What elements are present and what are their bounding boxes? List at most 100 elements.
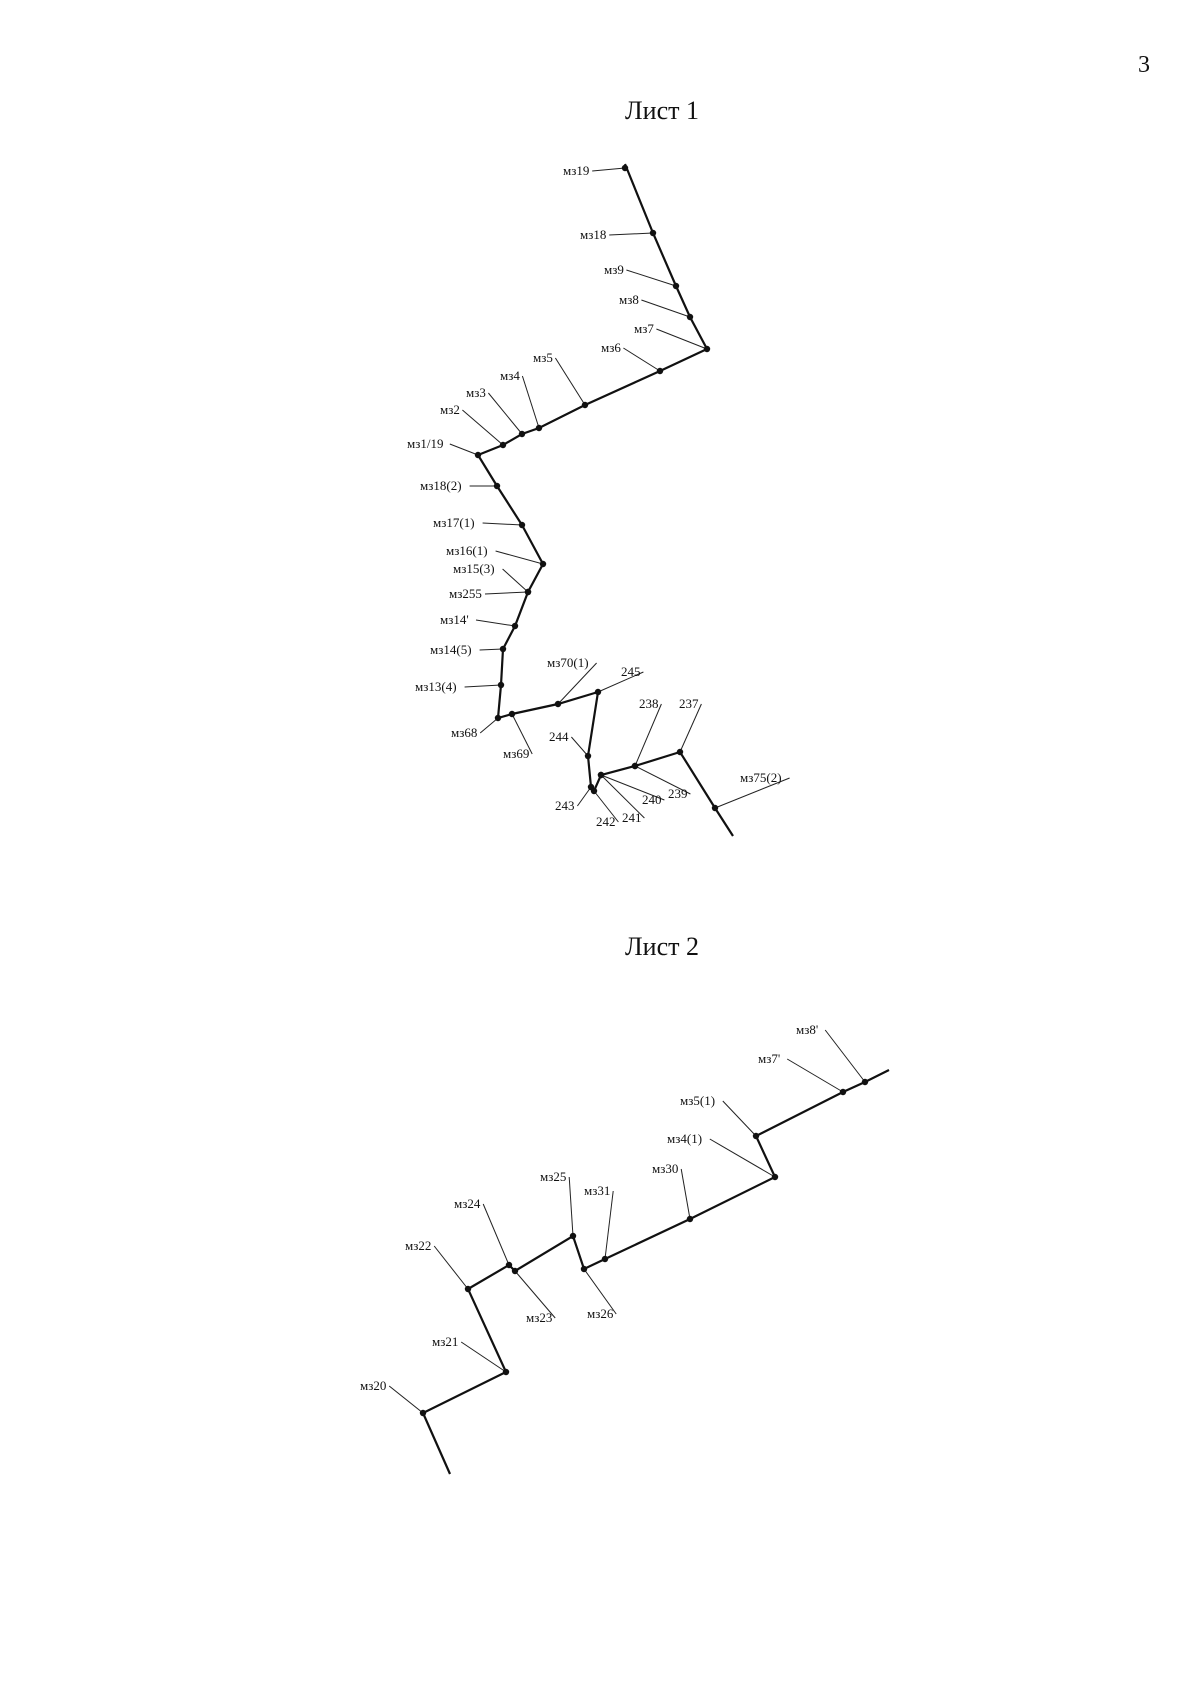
point-label: мз8 [619,292,639,307]
point-label: мз15(3) [453,561,495,576]
survey-point [494,714,502,722]
leader-line [576,786,592,807]
leader-line [460,1341,507,1373]
leader-line [482,1203,510,1266]
survey-point [464,1285,472,1293]
leader-line [600,774,665,801]
leader-line [623,347,661,372]
point-label: мз6 [601,340,621,355]
point-label: мз4(1) [667,1131,702,1146]
leader-line [484,591,529,595]
leader-line [514,1270,556,1319]
point-label: мз21 [432,1334,458,1349]
point-label: мз7' [758,1051,780,1066]
point-label: мз8' [796,1022,818,1037]
leader-line [495,550,544,565]
leader-line [511,713,533,755]
page-number: 3 [1138,52,1150,78]
survey-point [499,645,507,653]
point-label: мз4 [500,368,520,383]
point-label: мз68 [451,725,477,740]
leader-line [609,232,654,236]
point-label: мз9 [604,262,624,277]
point-label: 238 [639,696,659,711]
leader-line [600,774,645,819]
survey-point [511,1267,519,1275]
survey-point [590,787,598,795]
survey-point [505,1261,513,1269]
survey-point [518,521,526,529]
survey-point [686,1215,694,1223]
point-label: мз5 [533,350,553,365]
point-label: мз18(2) [420,478,462,493]
point-label: 240 [642,792,662,807]
sheet-1-title: Лист 1 [625,96,699,125]
survey-point [686,313,694,321]
point-label: мз3 [466,385,486,400]
leader-line [656,328,708,350]
survey-point [649,229,657,237]
point-label: мз7 [634,321,654,336]
survey-point [511,622,519,630]
point-label: мз17(1) [433,515,475,530]
point-label: мз31 [584,1183,610,1198]
survey-point [584,752,592,760]
survey-point [711,804,719,812]
leader-line [593,790,619,823]
point-label: 237 [679,696,699,711]
point-label: мз19 [563,163,589,178]
leader-line [475,619,516,627]
survey-point [554,700,562,708]
point-label: 245 [621,664,641,679]
point-label: мз26 [587,1306,614,1321]
point-label: мз5(1) [680,1093,715,1108]
survey-point [703,345,711,353]
point-label: 241 [622,810,642,825]
leader-line [592,167,626,172]
survey-point [535,424,543,432]
point-label: мз2 [440,402,460,417]
survey-point [419,1409,427,1417]
leader-line [714,777,790,809]
survey-point [676,748,684,756]
leader-line [479,717,499,734]
survey-point [474,451,482,459]
survey-point [594,688,602,696]
survey-point [493,482,501,490]
point-label: мз69 [503,746,529,761]
leader-line [388,1385,424,1414]
leader-line [482,522,523,526]
point-label: 243 [555,798,575,813]
survey-point [539,560,547,568]
survey-point [569,1232,577,1240]
point-label: 244 [549,729,569,744]
survey-point [499,441,507,449]
leader-line [722,1100,757,1137]
survey-point [597,771,605,779]
point-label: мз24 [454,1196,481,1211]
survey-point [581,401,589,409]
leader-line [824,1029,866,1083]
leader-line [786,1058,844,1093]
survey-point [601,1255,609,1263]
point-label: мз25 [540,1169,566,1184]
point-label: мз1/19 [407,436,443,451]
leader-line [604,1190,614,1260]
leader-line [449,443,479,456]
leader-line [557,662,597,705]
leader-line [554,357,586,406]
survey-point [861,1078,869,1086]
sheet-2-title: Лист 2 [625,932,699,961]
leader-line [462,409,504,446]
point-label: мз30 [652,1161,678,1176]
leader-line [488,392,523,435]
survey-point [502,1368,510,1376]
point-label: мз22 [405,1238,431,1253]
leader-line [583,1268,617,1315]
point-label: мз20 [360,1378,386,1393]
survey-point [771,1173,779,1181]
point-label: 239 [668,786,688,801]
point-label: мз16(1) [446,543,488,558]
leader-line [464,684,502,688]
